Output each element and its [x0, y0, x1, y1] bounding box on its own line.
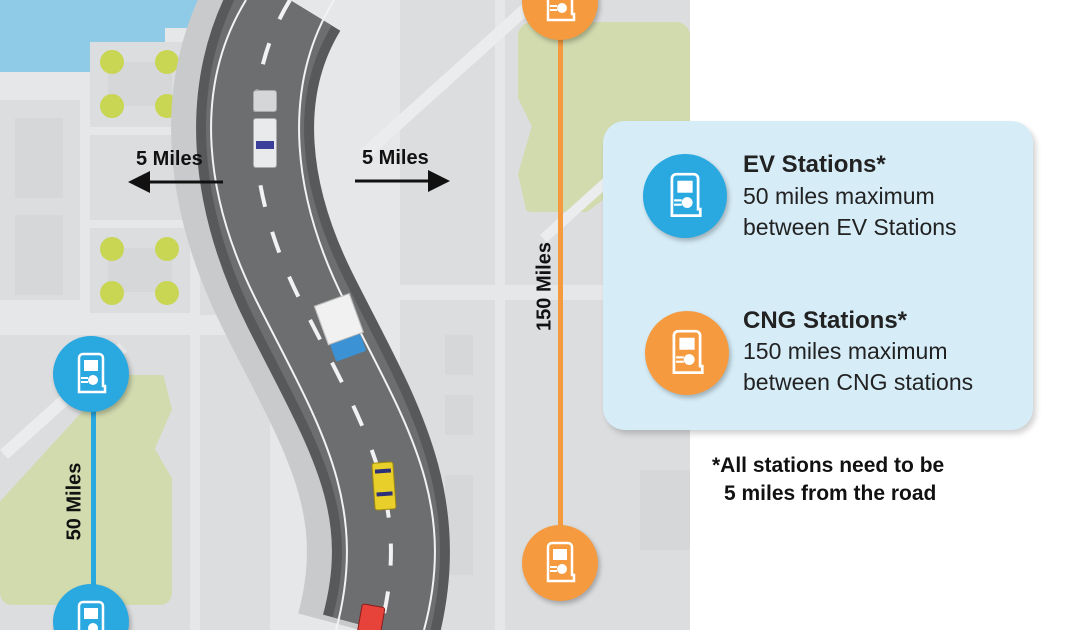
footnote: *All stations need to be 5 miles from th…: [712, 452, 944, 508]
building: [15, 215, 63, 295]
tree: [155, 50, 179, 74]
legend-cng-desc-line1: 150 miles maximum: [743, 338, 948, 364]
left-arrow-icon: [128, 171, 223, 193]
cng-distance-label: 150 Miles: [533, 242, 556, 331]
building: [445, 335, 473, 375]
red-car-vehicle: [356, 603, 386, 630]
tree: [100, 237, 124, 261]
cng-pump-icon: [546, 0, 576, 22]
ev-charger-icon: [670, 172, 702, 217]
cng-distance-line: [558, 30, 563, 560]
building: [15, 118, 63, 198]
legend-panel: EV Stations* 50 miles maximum between EV…: [603, 121, 1033, 430]
footnote-line1: *All stations need to be: [712, 454, 945, 477]
legend-cng-marker: [645, 311, 729, 395]
ev-distance-label: 50 Miles: [63, 462, 86, 541]
right-arrow-icon: [355, 170, 450, 192]
tree: [100, 50, 124, 74]
building: [445, 475, 473, 575]
legend-ev-marker: [643, 154, 727, 238]
ev-charger-icon: [77, 352, 107, 394]
tree: [100, 281, 124, 305]
legend-ev-desc-line2: between EV Stations: [743, 214, 957, 240]
right-distance-label: 5 Miles: [362, 147, 429, 169]
legend-ev-desc-line1: 50 miles maximum: [743, 183, 935, 209]
white-truck-cab: [253, 118, 277, 168]
city-map: 5 Miles 5 Miles 50 Miles 150 Miles: [0, 0, 690, 630]
footnote-line2: 5 miles from the road: [724, 482, 937, 505]
ev-charger-icon: [77, 600, 105, 630]
building: [445, 395, 473, 435]
tree: [155, 281, 179, 305]
cng-station-marker[interactable]: [522, 525, 598, 601]
left-distance-label: 5 Miles: [136, 148, 203, 170]
legend-cng-desc-line2: between CNG stations: [743, 369, 974, 395]
ev-distance-line: [91, 410, 96, 600]
tree: [155, 237, 179, 261]
white-truck-vehicle: [253, 90, 277, 112]
yellow-taxi-vehicle: [371, 461, 397, 511]
cng-pump-icon: [672, 329, 704, 374]
ev-station-marker[interactable]: [53, 336, 129, 412]
legend-cng-title: CNG Stations*: [743, 307, 908, 334]
cng-pump-icon: [546, 541, 576, 583]
tree: [100, 94, 124, 118]
building: [640, 470, 690, 550]
legend-ev-title: EV Stations*: [743, 151, 886, 178]
